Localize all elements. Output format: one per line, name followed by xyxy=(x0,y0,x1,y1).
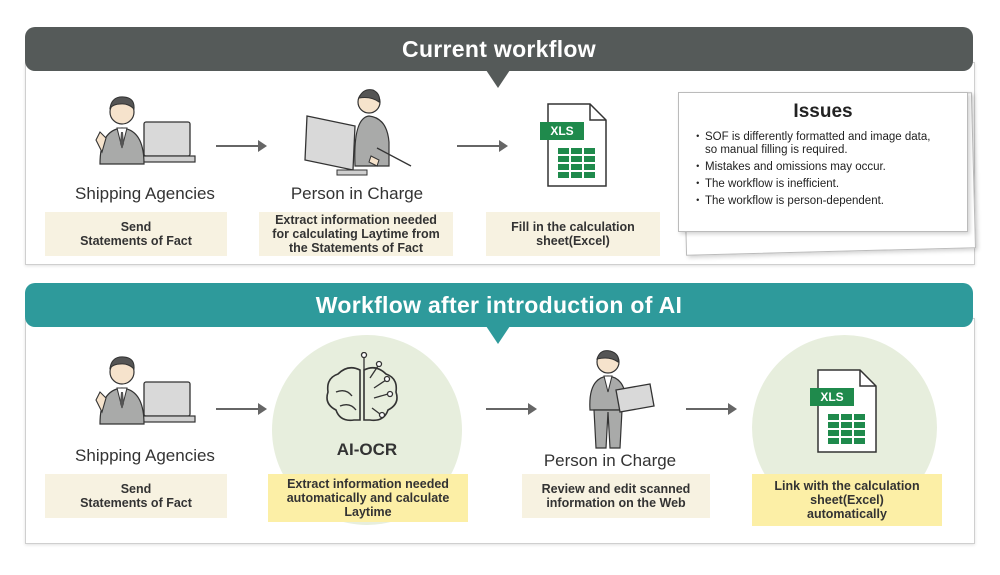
arrow-right-icon xyxy=(216,140,267,152)
ai-ocr-step: Extract information needed automatically… xyxy=(268,474,468,522)
person-monitor-icon xyxy=(304,89,412,176)
ai-person-label: Person in Charge xyxy=(543,451,677,470)
ai-agencies-step: Send Statements of Fact xyxy=(45,474,227,518)
arrow-right-icon xyxy=(686,403,737,415)
ai-workflow-title: Workflow after introduction of AI xyxy=(315,292,683,318)
ai-agencies-label: Shipping Agencies xyxy=(75,446,215,465)
issues-title: Issues xyxy=(793,101,853,122)
arrow-right-icon xyxy=(457,140,508,152)
current-excel-step: Fill in the calculation sheet(Excel) xyxy=(486,212,660,256)
current-agencies-step: Send Statements of Fact xyxy=(45,212,227,256)
current-workflow-title: Current workflow xyxy=(402,36,596,62)
issues-card: Issues SOF is differently formatted and … xyxy=(678,92,968,232)
ai-banner-pointer xyxy=(486,326,510,344)
current-person-step: Extract information needed for calculati… xyxy=(259,212,453,256)
arrow-right-icon xyxy=(216,403,267,415)
ai-excel-step: Link with the calculation sheet(Excel) a… xyxy=(752,474,942,526)
issues-list: SOF is differently formatted and image d… xyxy=(692,131,945,212)
issues-list-item: The workflow is inefficient. xyxy=(692,178,945,191)
current-agencies-label: Shipping Agencies xyxy=(75,184,215,203)
ai-person-step: Review and edit scanned information on t… xyxy=(522,474,710,518)
current-banner-pointer xyxy=(486,70,510,88)
issues-list-item: Mistakes and omissions may occur. xyxy=(692,161,945,174)
businessman-tablet-icon xyxy=(589,350,655,449)
ai-ocr-label: AI-OCR xyxy=(336,440,398,459)
businessman-laptop-icon xyxy=(95,96,196,165)
current-person-label: Person in Charge xyxy=(290,184,424,203)
xls-badge: XLS xyxy=(540,122,584,140)
xls-badge: XLS xyxy=(810,388,854,406)
issues-list-item: SOF is differently formatted and image d… xyxy=(692,131,945,157)
xls-file-icon: XLS xyxy=(808,368,880,456)
ai-brain-icon xyxy=(326,352,398,422)
businessman-laptop-icon xyxy=(95,356,196,425)
ai-workflow-banner: Workflow after introduction of AI xyxy=(25,283,973,327)
issues-list-item: The workflow is person-dependent. xyxy=(692,195,945,208)
current-workflow-banner: Current workflow xyxy=(25,27,973,71)
xls-file-icon: XLS xyxy=(538,102,610,190)
arrow-right-icon xyxy=(486,403,537,415)
